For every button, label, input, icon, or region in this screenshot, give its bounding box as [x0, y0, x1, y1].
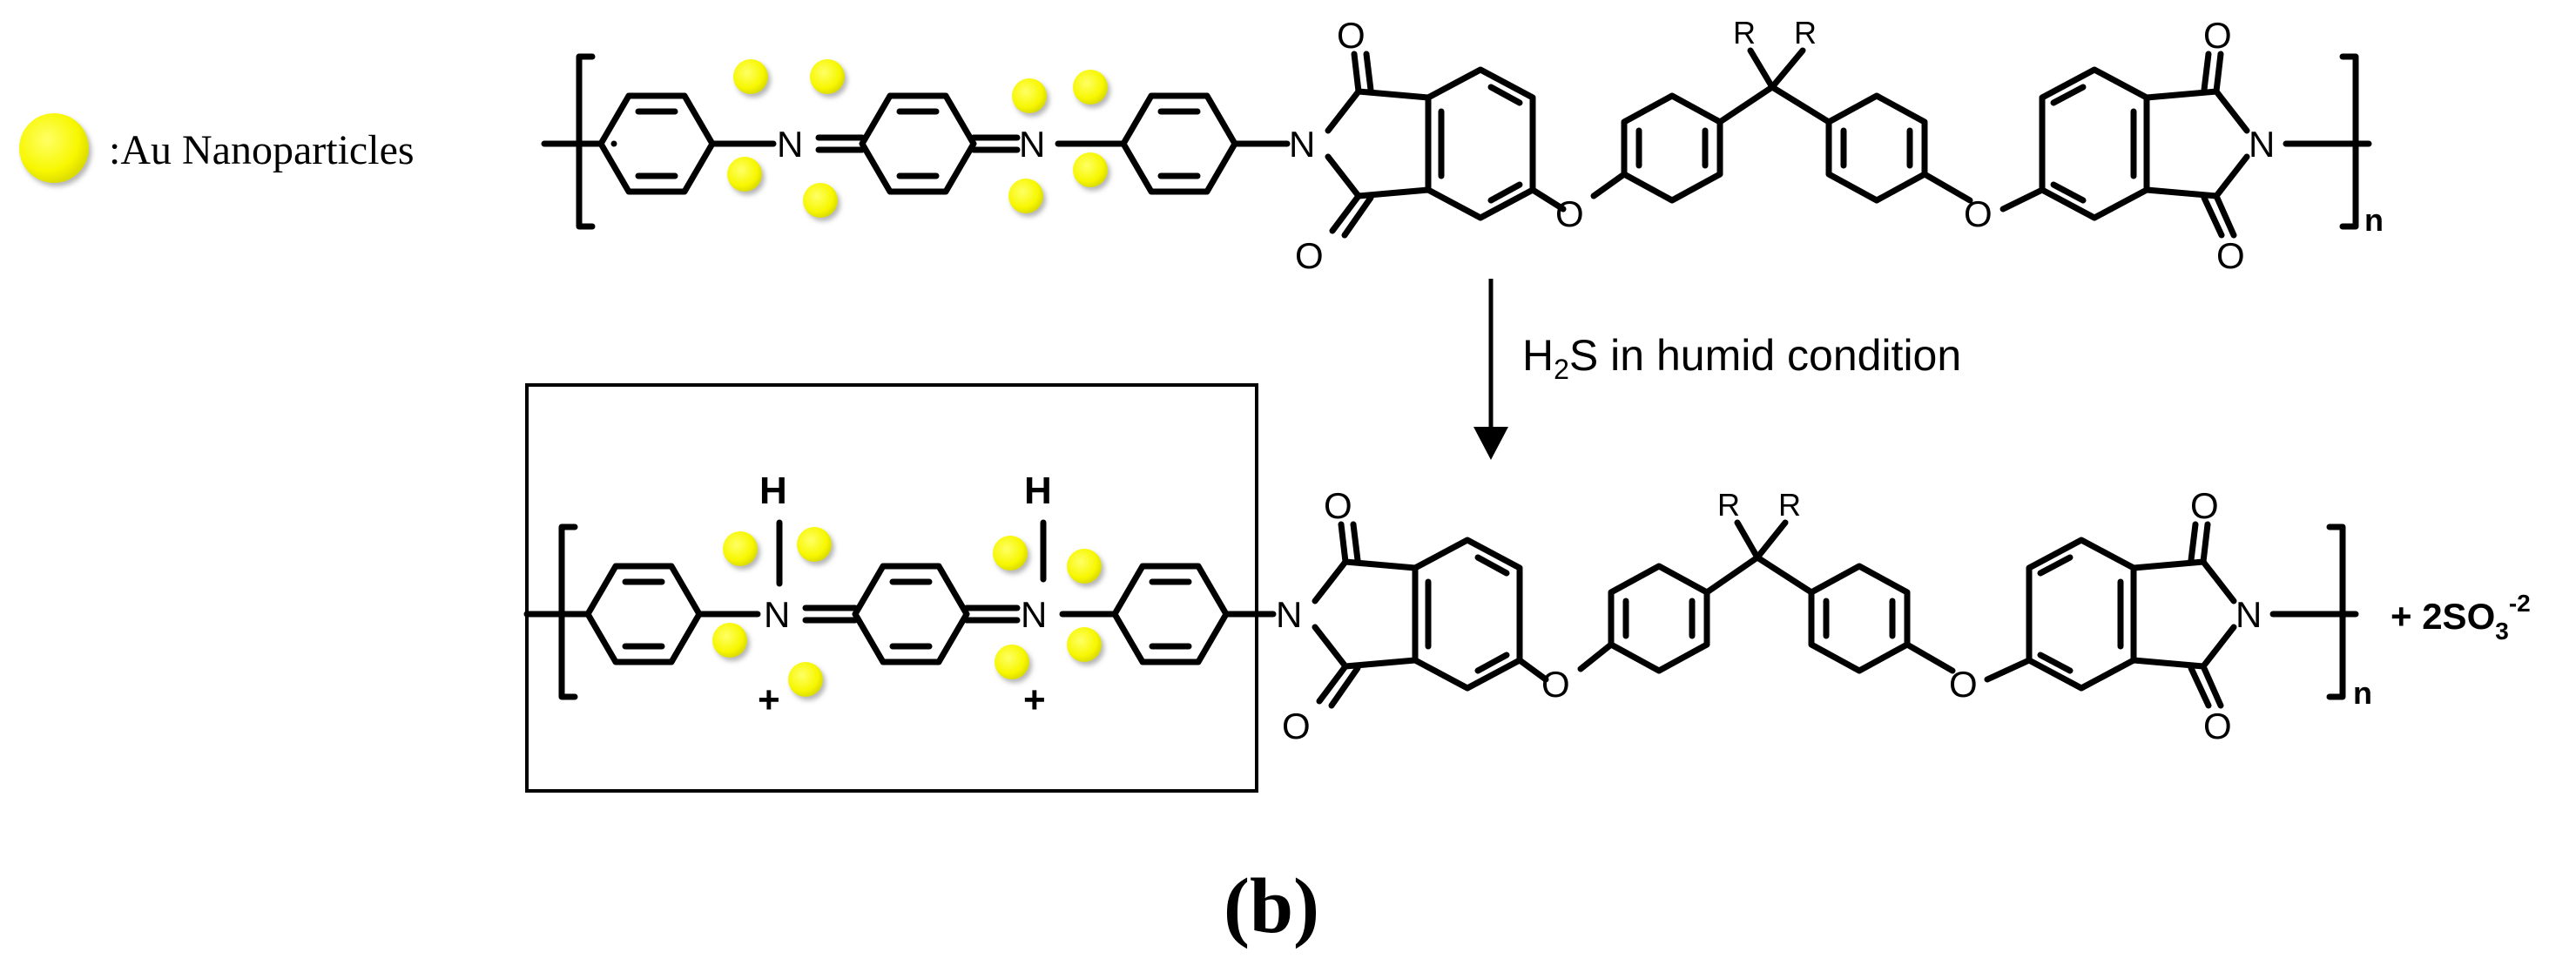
r-group-4: R [1778, 487, 1801, 523]
reactant-structure [541, 47, 2372, 239]
charge-plus-1: + [758, 679, 780, 721]
product-structure [523, 519, 2359, 709]
atom-o-bridge-2: O [1964, 193, 1993, 234]
atom-o-7: O [2190, 485, 2219, 526]
repeat-subscript-top: n [2364, 202, 2384, 238]
protonated-unit-box [525, 383, 1258, 793]
atom-o-3: O [2203, 15, 2232, 56]
atom-o-bridge-1: O [1555, 193, 1584, 234]
atom-h-1: H [759, 469, 787, 512]
atom-n-plus-1: N [764, 594, 790, 635]
r-group-2: R [1794, 15, 1817, 51]
atom-n-2: N [1019, 124, 1045, 165]
legend-label: :Au Nanoparticles [109, 127, 415, 173]
au-nanoparticle-legend-icon [19, 113, 89, 183]
atom-o-6: O [1282, 706, 1311, 746]
reaction-condition: H2S in humid condition [1522, 331, 1961, 385]
r-group-1: R [1733, 15, 1756, 51]
charge-plus-2: + [1023, 679, 1046, 721]
reaction-arrow [1473, 279, 1508, 460]
atom-o-bridge-4: O [1949, 664, 1978, 705]
r-group-3: R [1717, 487, 1740, 523]
atom-n-imide-3: N [1276, 594, 1302, 635]
reactant-atoms: N N N O O O R R O O O N n [777, 15, 2384, 276]
atom-n-imide-2: N [2249, 124, 2275, 165]
atom-o-4: O [2216, 235, 2245, 276]
atom-o-2: O [1295, 235, 1324, 276]
atom-n-plus-2: N [1021, 594, 1047, 635]
atom-h-2: H [1024, 469, 1052, 512]
legend: :Au Nanoparticles [19, 113, 415, 183]
atom-n-1: N [777, 124, 803, 165]
byproduct-sulfite: + 2SO3-2 [2391, 590, 2531, 645]
atom-o-bridge-3: O [1541, 664, 1570, 705]
atom-o-1: O [1337, 15, 1366, 56]
atom-n-imide-1: N [1289, 124, 1315, 165]
repeat-subscript-bottom: n [2353, 675, 2372, 711]
panel-label: (b) [1224, 863, 1319, 949]
atom-n-imide-4: N [2235, 594, 2262, 635]
atom-o-5: O [1324, 485, 1352, 526]
atom-o-8: O [2203, 706, 2232, 746]
product-au-particles [712, 527, 1102, 697]
reactant-au-particles [727, 59, 1108, 218]
product-atoms: H H N N + + N O O O R R O O O N n [758, 469, 2372, 746]
